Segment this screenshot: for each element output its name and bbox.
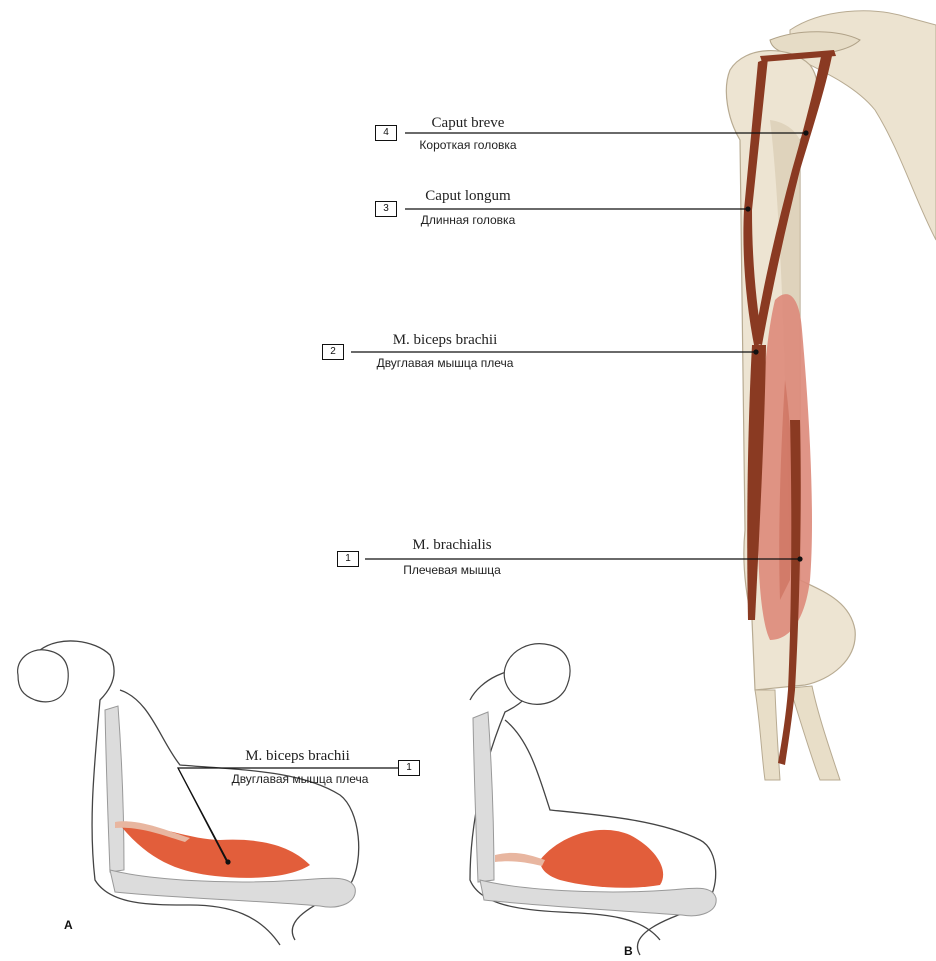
arm-b-biceps [540,830,663,888]
label-2-latin: M. biceps brachii [365,332,525,349]
arm-a-forearm-bone [105,706,124,872]
label-2-russian: Двуглавая мышца плеча [355,356,535,370]
label-1-russian: Плечевая мышца [382,563,522,577]
label-4-latin: Caput breve [398,115,538,132]
panel-label-a: A [64,918,73,932]
arm-a-fist [18,650,69,702]
arm-b-fist [504,644,570,705]
label-3-number-box: 3 [375,201,397,217]
arm-figure-b [470,644,716,955]
inset-label-latin: M. biceps brachii [215,748,380,765]
arm-figure-a [18,641,359,945]
forearm-bone-radius [755,690,780,780]
label-3-latin: Caput longum [398,188,538,205]
panel-label-b: B [624,944,633,958]
inset-label-russian: Двуглавая мышца плеча [210,772,390,786]
shoulder-arm-anatomy [726,11,936,780]
label-4-russian: Короткая головка [395,138,541,152]
label-2-number-box: 2 [322,344,344,360]
arm-b-biceps-tendon [495,853,545,866]
arm-b-forearm-bone [473,712,494,882]
inset-label-number-box: 1 [398,760,420,776]
arm-a-biceps [120,825,310,878]
label-1-number-box: 1 [337,551,359,567]
label-4-number-box: 4 [375,125,397,141]
forearm-bone-ulna [790,686,840,780]
label-3-russian: Длинная головка [395,213,541,227]
label-1-latin: M. brachialis [382,537,522,554]
